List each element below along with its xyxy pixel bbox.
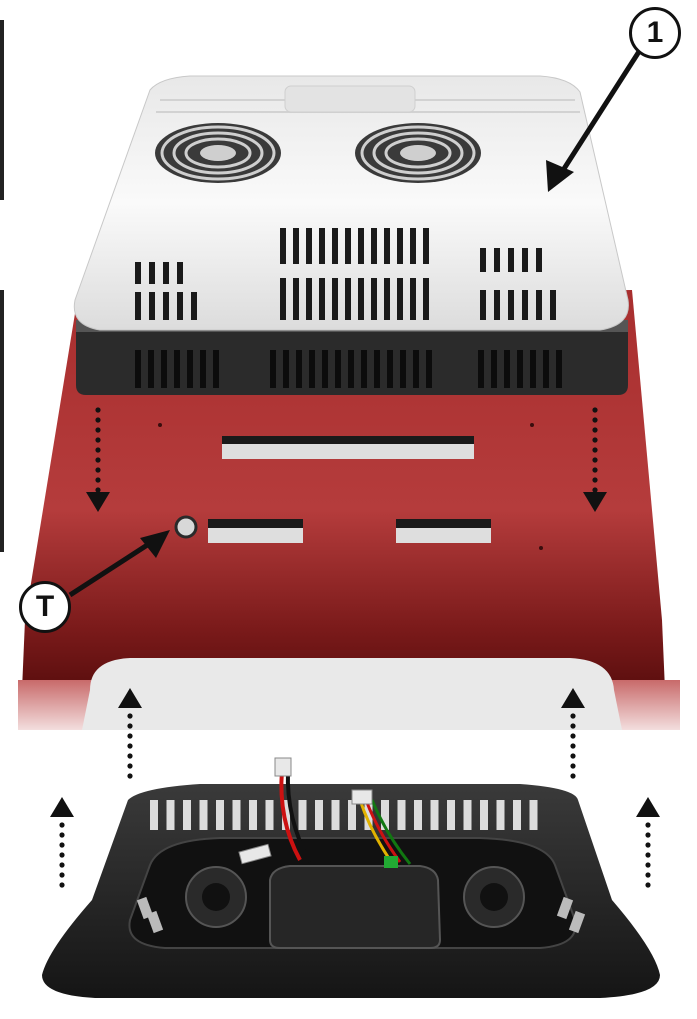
ceiling-plate: [42, 758, 660, 998]
arrow-up-dotted-icon: [50, 797, 74, 888]
arrow-up-dotted-icon: [636, 797, 660, 888]
callout-screw-label: T: [36, 590, 54, 624]
fan-right: [355, 123, 481, 183]
screw-hole: [176, 517, 196, 537]
callout-screw: T: [19, 581, 71, 633]
callout-unit: 1: [629, 7, 681, 59]
callout-unit-label: 1: [647, 16, 664, 50]
fan-left: [155, 123, 281, 183]
ac-unit-housing: [74, 76, 628, 330]
